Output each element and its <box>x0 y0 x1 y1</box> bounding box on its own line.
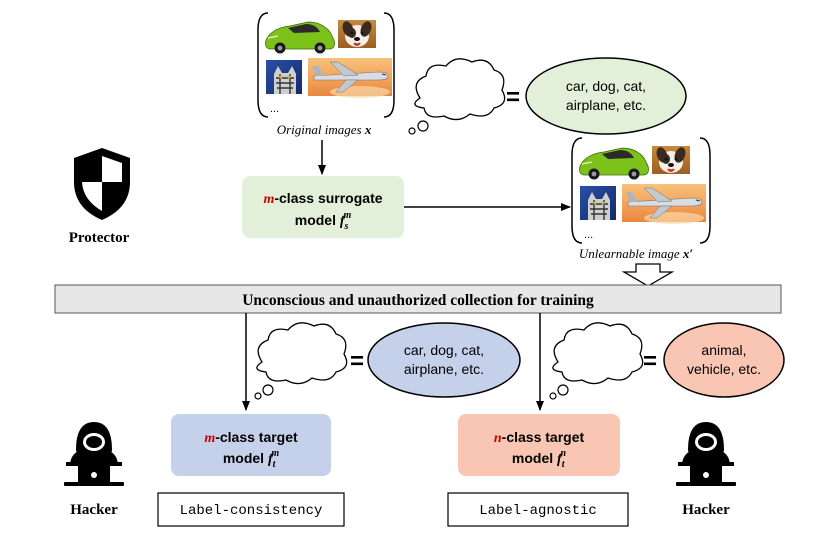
unlearnable-images-group: ... <box>571 137 711 244</box>
surrogate-model-box: m-class surrogate model fsm <box>242 176 404 238</box>
svg-text:vehicle, etc.: vehicle, etc. <box>687 361 761 377</box>
collection-bar: Unconscious and unauthorized collection … <box>54 284 782 314</box>
label-agnostic-box: Label-agnostic <box>447 492 629 527</box>
svg-text:m-class target: m-class target <box>204 429 298 446</box>
svg-text:n-class target: n-class target <box>494 429 585 446</box>
original-caption: Original images x <box>277 122 372 137</box>
svg-text:model ftm: model ftm <box>223 448 280 470</box>
equals-top: = <box>506 84 520 111</box>
hacker-icon <box>676 422 736 486</box>
svg-text:Label-consistency: Label-consistency <box>180 503 323 519</box>
surrogate-line2: model fsm <box>295 210 352 232</box>
svg-text:airplane, etc.: airplane, etc. <box>404 361 484 377</box>
hacker-icon <box>64 422 124 486</box>
unlearnable-caption: Unlearnable image x′ <box>579 246 693 261</box>
label-ellipse-right: animal, vehicle, etc. <box>663 322 785 398</box>
thought-cloud-top <box>408 58 506 135</box>
surrogate-line1: m-class surrogate <box>263 190 382 207</box>
equals-left: = <box>350 348 364 375</box>
svg-text:airplane, etc.: airplane, etc. <box>566 97 646 113</box>
protector-label: Protector <box>69 230 130 246</box>
target-n-model-box: n-class target model ftn <box>458 414 620 476</box>
svg-text:Unconscious and unauthorized c: Unconscious and unauthorized collection … <box>242 292 594 309</box>
original-ellipsis: ... <box>270 103 279 115</box>
hacker-right-label: Hacker <box>682 502 730 518</box>
hollow-down-arrow <box>621 263 675 287</box>
original-images-group: ... <box>257 12 395 118</box>
unlearnable-ellipsis: ... <box>584 229 593 241</box>
svg-text:car, dog, cat,: car, dog, cat, <box>566 78 646 94</box>
label-ellipse-left: car, dog, cat, airplane, etc. <box>367 322 521 398</box>
svg-text:model ftn: model ftn <box>512 448 567 470</box>
label-ellipse-top: car, dog, cat, airplane, etc. <box>525 57 687 135</box>
svg-text:Label-agnostic: Label-agnostic <box>479 503 597 519</box>
thought-cloud-right <box>549 322 644 400</box>
hacker-left-label: Hacker <box>70 502 118 518</box>
thought-cloud-left <box>254 322 348 400</box>
target-m-model-box: m-class target model ftm <box>171 414 331 476</box>
svg-text:car, dog, cat,: car, dog, cat, <box>404 342 484 358</box>
svg-text:animal,: animal, <box>701 342 746 358</box>
shield-icon <box>74 148 130 220</box>
label-consistency-box: Label-consistency <box>157 492 345 527</box>
equals-right: = <box>643 348 657 375</box>
